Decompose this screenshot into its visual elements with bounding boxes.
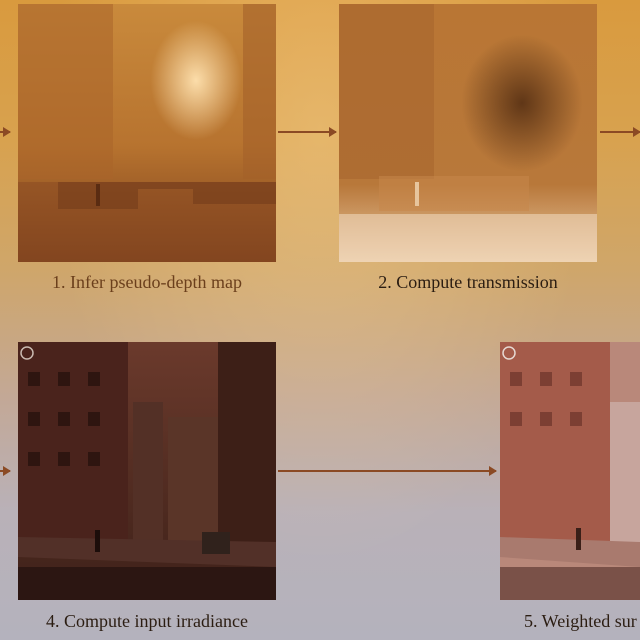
caption-step5: 5. Weighted sur xyxy=(524,611,637,631)
input-irradiance-image xyxy=(18,342,276,600)
caption-step2: 2. Compute transmission xyxy=(378,272,558,292)
arrow-step2-to-next xyxy=(600,127,640,137)
arrow-step1-to-step2 xyxy=(278,127,337,137)
arrow-step4-to-step5 xyxy=(278,466,497,476)
caption-step4: 4. Compute input irradiance xyxy=(46,611,248,631)
arrow-into-step4 xyxy=(0,466,11,476)
arrow-into-step1 xyxy=(0,127,11,137)
weighted-sum-image xyxy=(500,342,640,600)
caption-step1: 1. Infer pseudo-depth map xyxy=(52,272,242,292)
depth-map-image xyxy=(18,4,276,262)
transmission-image xyxy=(339,4,597,262)
